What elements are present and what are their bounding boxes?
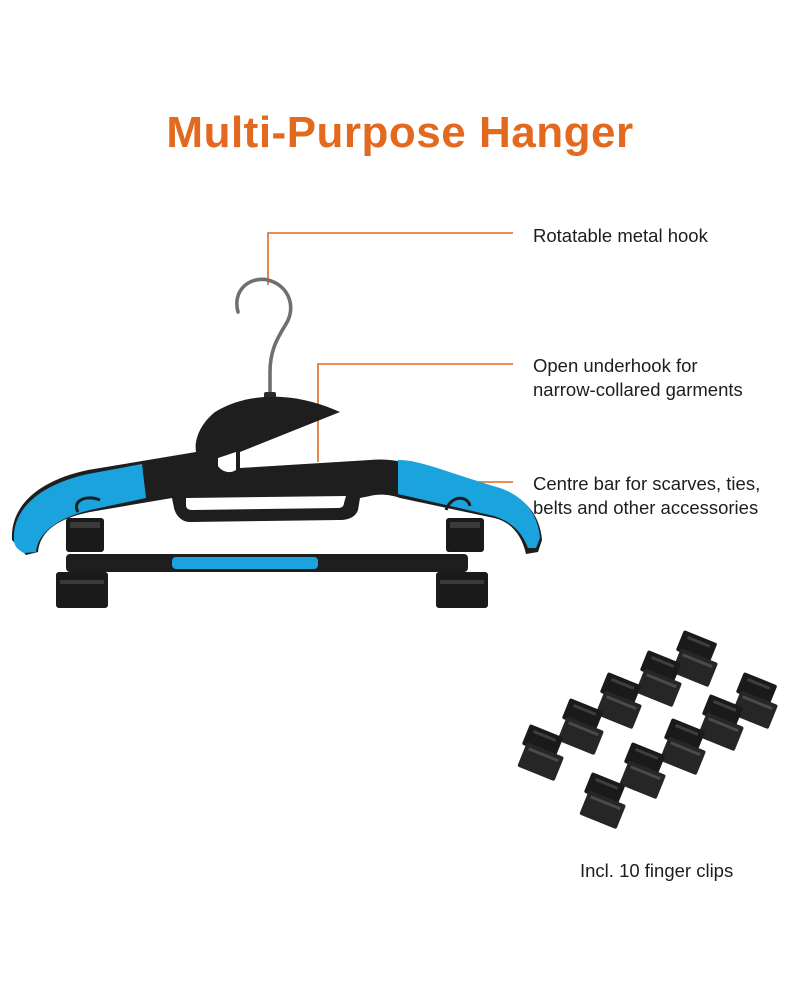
left-clip-icon [56,518,108,608]
callout-line: Rotatable metal hook [533,225,708,246]
left-notch-hook [75,496,101,513]
callout-line: Centre bar for scarves, ties, [533,473,761,494]
metal-hook-icon [235,277,293,406]
page-title: Multi-Purpose Hanger [166,108,634,157]
hanger-body [11,396,542,555]
callout-centre-bar: Centre bar for scarves, ties, belts and … [533,472,760,520]
callout-rotatable-hook: Rotatable metal hook [533,224,708,248]
callout-line: belts and other accessories [533,497,759,518]
left-grip [13,464,146,553]
finger-clips-group [513,630,785,830]
leader-line-hook [267,232,513,285]
finger-clip-icon [667,630,725,688]
right-clip-icon [436,518,488,608]
callout-open-underhook: Open underhook for narrow-collared garme… [533,354,743,402]
leader-line-underhook [317,363,513,462]
callout-line: narrow-collared garments [533,379,743,400]
bottom-bar-grip [172,557,318,569]
right-notch-hook [444,496,472,511]
finger-clips-caption: Incl. 10 finger clips [580,860,734,881]
callout-line: Open underhook for [533,355,698,376]
